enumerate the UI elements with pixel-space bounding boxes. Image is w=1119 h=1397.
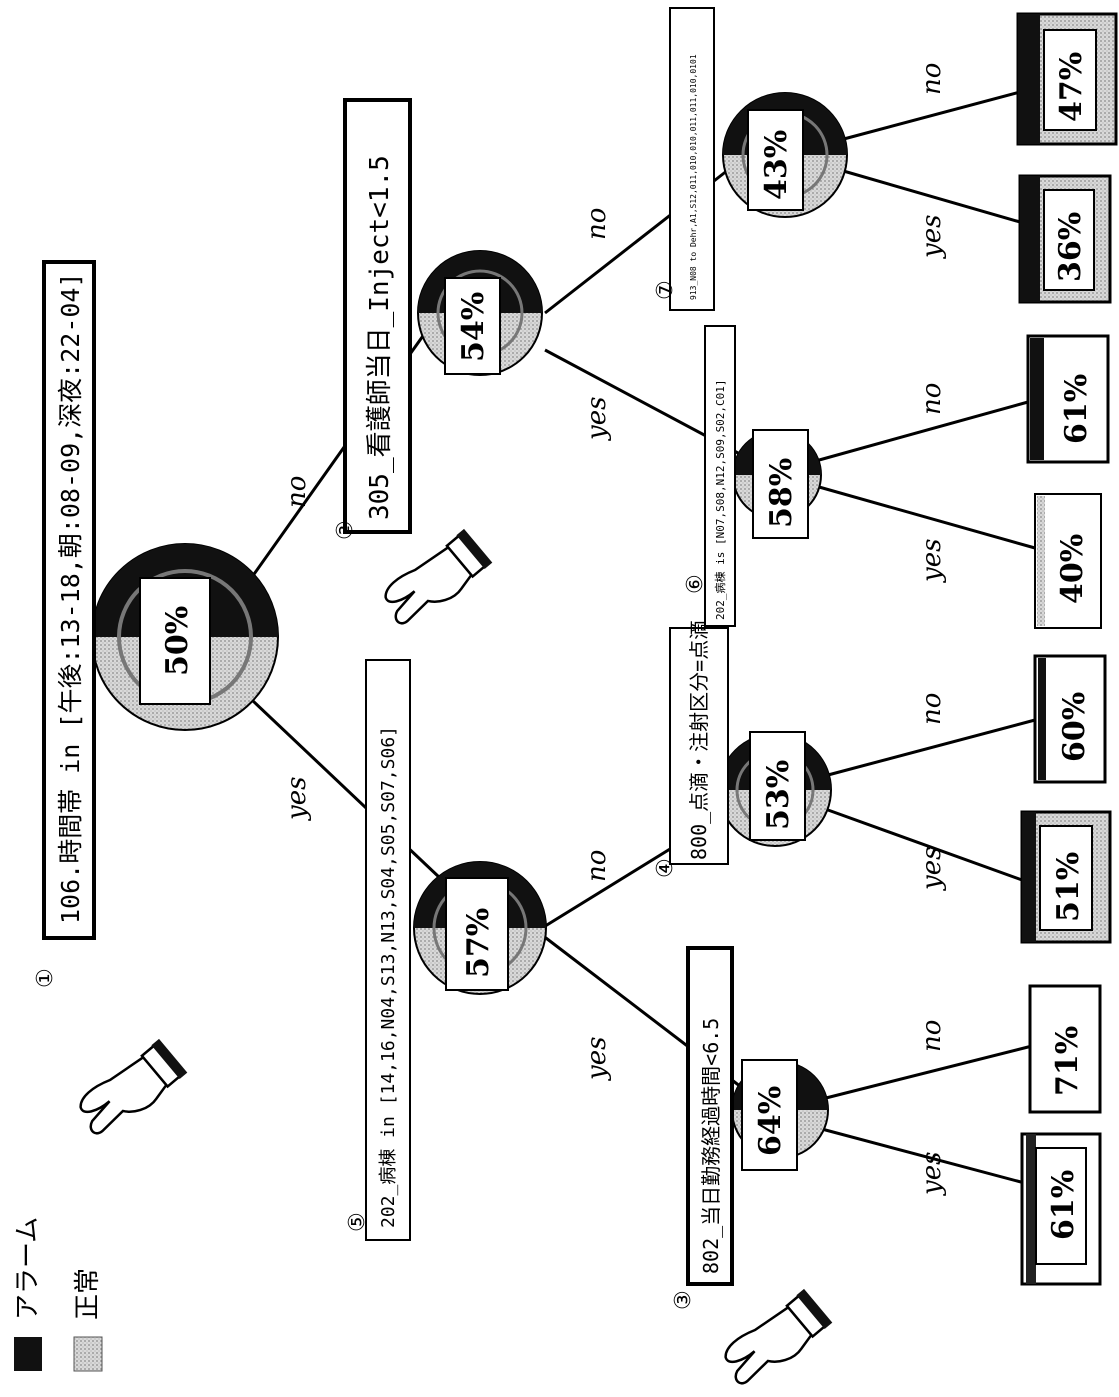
svg-text:71%: 71% [1050, 1026, 1085, 1096]
condition-n1: 106.時間帯 in [午後:13-18,朝:08-09,深夜:22-04] [42, 260, 96, 940]
edge-label-no: no [917, 1020, 947, 1052]
condition-n4: 800_点滴・注射区分=点滴 [669, 620, 729, 865]
node-n5-percent: 57% [445, 877, 509, 991]
svg-text:802_当日勤務経過時間<6.5: 802_当日勤務経過時間<6.5 [699, 1018, 723, 1274]
edge-label-no: no [282, 476, 312, 508]
marker-n1: ① [33, 968, 58, 988]
tree-edges [250, 90, 1036, 1187]
leaf-l3: 51% [1020, 810, 1112, 944]
condition-n7: 913_N08 to Dehr,A1,S12,011,010,010,011,0… [669, 7, 715, 311]
legend-normal-label: 正常 [73, 1268, 103, 1320]
edge-label-yes: yes [282, 777, 312, 821]
svg-text:53%: 53% [761, 760, 796, 830]
leaf-l1: 61% [1020, 1132, 1102, 1286]
edge-labels: yes no yes no yes no yes no yes no yes n… [282, 63, 947, 1196]
node-n1-percent: 50% [139, 577, 211, 705]
marker-n3: ③ [671, 1290, 696, 1310]
condition-n2: 305_看護師当日_Inject<1.5 [343, 98, 412, 534]
condition-n6: 202_病棟 is [N07,S08,N12,S09,S02,C01] [704, 325, 736, 627]
edge-label-yes: yes [582, 1037, 612, 1081]
marker-n6: ⑥ [683, 574, 708, 594]
svg-text:800_点滴・注射区分=点滴: 800_点滴・注射区分=点滴 [687, 620, 711, 860]
svg-text:51%: 51% [1051, 852, 1086, 922]
svg-text:305_看護師当日_Inject<1.5: 305_看護師当日_Inject<1.5 [365, 155, 395, 520]
svg-text:40%: 40% [1055, 534, 1090, 604]
svg-text:64%: 64% [753, 1086, 788, 1156]
node-percent-boxes: 50% 54% 57% 64% 53% 58% 43% [139, 109, 809, 1171]
svg-text:43%: 43% [759, 130, 794, 200]
edge-n7-l8 [839, 90, 1021, 142]
edge-label-no: no [917, 63, 947, 95]
svg-text:202_病棟 is [N07,S08,N12,S09,S02: 202_病棟 is [N07,S08,N12,S09,S02,C01] [713, 379, 727, 620]
edge-label-no: no [582, 208, 612, 240]
condition-n3: 802_当日勤務経過時間<6.5 [686, 946, 734, 1286]
svg-text:57%: 57% [461, 908, 496, 978]
svg-text:61%: 61% [1059, 374, 1094, 444]
edge-n6-l6 [811, 400, 1029, 464]
edge-label-no: no [917, 693, 947, 725]
pointing-hand-icon [384, 528, 493, 625]
edge-n3-l1 [817, 1126, 1033, 1187]
node-n6-percent: 58% [752, 429, 809, 539]
edge-label-no: no [917, 383, 947, 415]
svg-text:913_N08 to Dehr,A1,S12,011,010: 913_N08 to Dehr,A1,S12,011,010,010,011,0… [689, 54, 698, 300]
svg-text:54%: 54% [456, 292, 491, 362]
edge-label-no: no [582, 850, 612, 882]
leaf-l8: 47% [1016, 12, 1118, 146]
leaf-boxes: 61% 71% 51% 60% 40% 61% [1016, 12, 1118, 1286]
node-markers: ① ② ⑤ ③ ④ ⑥ ⑦ [33, 280, 708, 1310]
marker-n4: ④ [653, 858, 678, 878]
legend-normal-swatch [73, 1336, 103, 1372]
leaf-l5: 40% [1034, 493, 1102, 629]
svg-text:202_病棟 in [14,16,N04,S13,N13,S: 202_病棟 in [14,16,N04,S13,N13,S04,S05,S07… [378, 726, 399, 1228]
legend-alarm-label: アラーム [13, 1217, 43, 1320]
edge-label-yes: yes [917, 215, 947, 259]
pointing-hand-icon [79, 1038, 188, 1135]
node-n4-percent: 53% [749, 731, 806, 841]
svg-text:106.時間帯 in [午後:13-18,朝:08-09,深: 106.時間帯 in [午後:13-18,朝:08-09,深夜:22-04] [56, 272, 85, 924]
marker-n7: ⑦ [653, 280, 678, 300]
edge-label-yes: yes [582, 397, 612, 441]
edge-label-yes: yes [917, 539, 947, 583]
leaf-l6: 61% [1026, 334, 1110, 464]
edge-n4-l3 [827, 808, 1023, 882]
edge-n6-l5 [811, 483, 1036, 550]
svg-text:47%: 47% [1054, 52, 1089, 122]
node-n3-percent: 64% [741, 1059, 798, 1171]
pointing-hand-icon [724, 1288, 833, 1385]
node-n7-percent: 43% [747, 109, 804, 211]
svg-text:60%: 60% [1057, 692, 1092, 762]
svg-text:50%: 50% [160, 606, 195, 676]
leaf-l7: 36% [1018, 174, 1112, 304]
edge-n1-n5 [250, 698, 442, 880]
node-n2-percent: 54% [444, 277, 501, 375]
legend: アラーム 正常 [13, 1217, 103, 1372]
svg-text:58%: 58% [764, 458, 799, 528]
edge-n3-l2 [817, 1044, 1033, 1102]
condition-boxes: 106.時間帯 in [午後:13-18,朝:08-09,深夜:22-04] 3… [42, 7, 736, 1286]
legend-alarm-swatch [14, 1337, 42, 1371]
condition-n5: 202_病棟 in [14,16,N04,S13,N13,S04,S05,S07… [365, 659, 411, 1241]
leaf-l4: 60% [1033, 654, 1107, 784]
edge-n7-l7 [839, 168, 1021, 224]
marker-n5: ⑤ [345, 1212, 370, 1232]
svg-text:61%: 61% [1046, 1170, 1081, 1240]
edge-n4-l4 [827, 718, 1036, 777]
edge-label-yes: yes [917, 1152, 947, 1196]
edge-label-yes: yes [917, 847, 947, 891]
svg-text:36%: 36% [1053, 212, 1088, 282]
marker-n2: ② [333, 520, 358, 540]
leaf-l2: 71% [1028, 984, 1102, 1114]
